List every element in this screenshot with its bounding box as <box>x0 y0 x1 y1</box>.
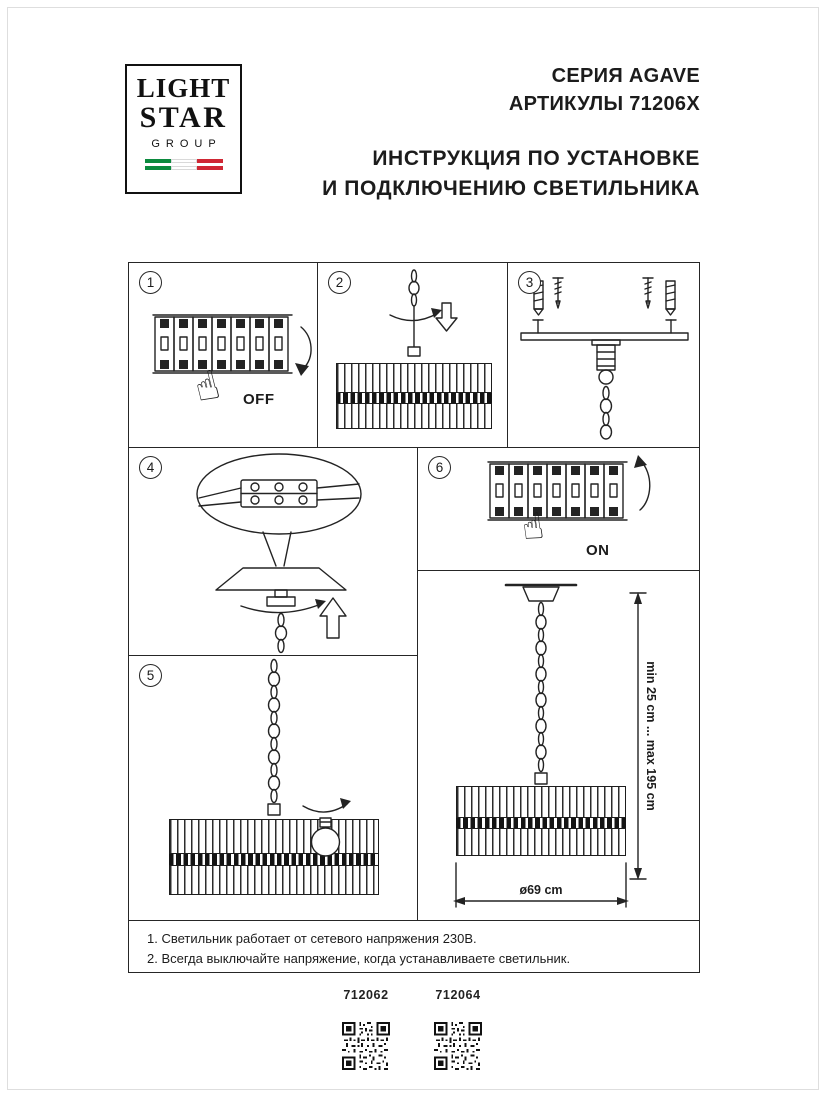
screw-left <box>552 277 564 309</box>
rotation-arrow-icon <box>240 603 322 614</box>
logo-word-star: STAR <box>139 101 228 134</box>
chandelier-diagram <box>453 583 647 908</box>
canopy <box>522 586 560 602</box>
breaker-off-diagram <box>152 314 312 376</box>
step-panel-6: 6 ☝ ON <box>417 447 700 571</box>
chain <box>410 269 418 283</box>
note-line-1: 1. Светильник работает от сетевого напря… <box>147 931 477 946</box>
qr-code-1 <box>342 1022 390 1070</box>
title-line-1: ИНСТРУКЦИЯ ПО УСТАНОВКЕ <box>372 147 700 170</box>
logo-word-group: GROUP <box>151 138 222 150</box>
chandelier-dimensions-panel: min 25 cm ... max 195 cm ø69 cm <box>417 570 700 921</box>
lightstar-logo: LIGHT STAR GROUP <box>125 64 242 194</box>
drum-shade <box>456 786 626 856</box>
chain <box>267 658 281 804</box>
drum-shade <box>336 363 492 429</box>
step-panel-1: 1 ☝ OFF <box>128 262 319 448</box>
step-panel-5: 5 <box>128 655 419 921</box>
series-title: СЕРИЯ AGAVE <box>551 65 700 87</box>
step-panel-2: 2 <box>317 262 509 448</box>
curved-arrow-down-icon <box>300 326 312 370</box>
step-badge-3: 3 <box>518 271 541 294</box>
italian-flag-stripes <box>144 159 223 170</box>
step-badge-2: 2 <box>328 271 351 294</box>
chain <box>274 612 288 654</box>
terminal-callout <box>196 453 362 535</box>
terminal-block <box>240 479 318 508</box>
page-title: ИНСТРУКЦИЯ ПО УСТАНОВКЕ И ПОДКЛЮЧЕНИЮ СВ… <box>322 144 700 204</box>
note-line-2: 2. Всегда выключайте напряжение, когда у… <box>147 951 571 966</box>
diameter-dimension-line <box>453 862 629 908</box>
qr-code-2 <box>434 1022 482 1070</box>
logo-word-light: LIGHT <box>136 73 231 103</box>
bulb-diagram <box>267 658 351 857</box>
threaded-cup <box>591 339 621 385</box>
wall-plug-right <box>665 280 676 316</box>
canopy <box>215 567 347 591</box>
lock-nut <box>266 596 296 607</box>
up-arrow-icon <box>319 597 347 639</box>
height-dimension-label: min 25 cm ... max 195 cm <box>644 661 658 811</box>
height-dimension-line <box>629 592 647 880</box>
down-arrow-icon <box>435 302 458 332</box>
light-bulb-icon <box>310 817 341 857</box>
mounting-bracket-diagram <box>520 277 689 440</box>
notes-panel: 1. Светильник работает от сетевого напря… <box>128 920 700 973</box>
breaker-on-diagram <box>487 455 651 521</box>
series-block: СЕРИЯ AGAVE АРТИКУЛЫ 71206X <box>509 62 700 118</box>
bracket <box>520 319 689 341</box>
step-badge-5: 5 <box>139 664 162 687</box>
rotation-arrow-icon <box>302 803 348 813</box>
step-panel-4: 4 <box>128 447 419 656</box>
hanging-diagram <box>389 269 458 357</box>
screw-right <box>642 277 654 309</box>
wiring-diagram <box>196 453 362 654</box>
product-code-1: 712062 <box>343 988 389 1002</box>
on-label: ON <box>586 542 610 559</box>
step-panel-3: 3 <box>507 262 700 448</box>
drum-shade <box>169 819 379 895</box>
chain <box>535 601 547 773</box>
diameter-dimension-label: ø69 cm <box>519 883 563 897</box>
product-code-2: 712064 <box>435 988 481 1002</box>
step-badge-4: 4 <box>139 456 162 479</box>
chain <box>599 385 613 440</box>
step-badge-1: 1 <box>139 271 162 294</box>
wire <box>198 487 242 499</box>
step-badge-6: 6 <box>428 456 451 479</box>
articles-title: АРТИКУЛЫ 71206X <box>508 93 700 115</box>
curved-arrow-up-icon <box>639 459 651 511</box>
off-label: OFF <box>243 391 275 408</box>
title-line-2: И ПОДКЛЮЧЕНИЮ СВЕТИЛЬНИКА <box>322 177 700 200</box>
